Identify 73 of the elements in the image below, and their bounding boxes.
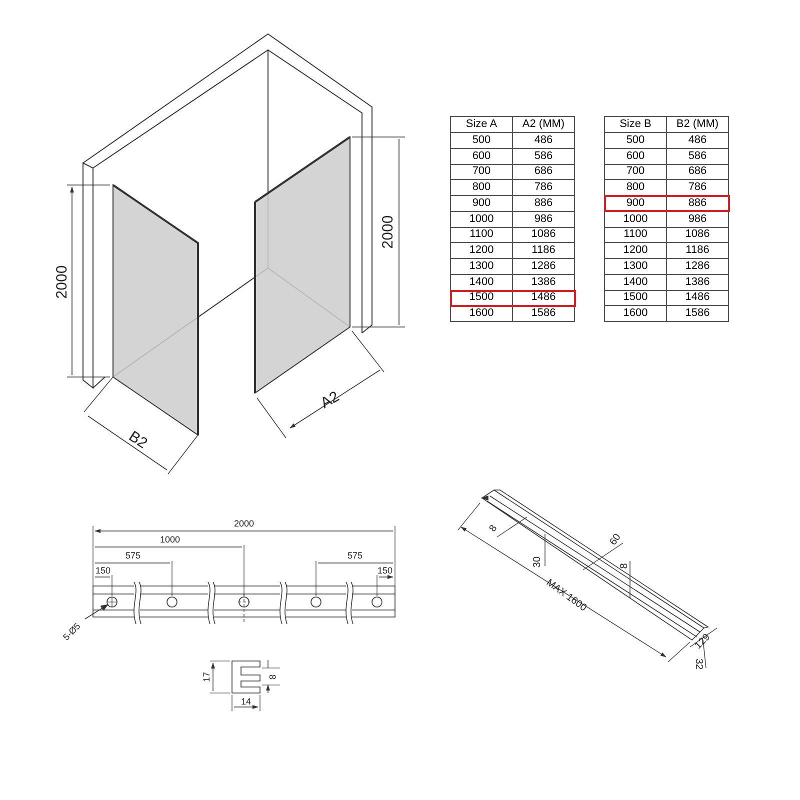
mounting-hole [106, 596, 118, 608]
table-cell: 1286 [513, 259, 575, 275]
table-cell: 486 [513, 133, 575, 149]
dimension-label: 1000 [160, 536, 180, 544]
table-cell: 1186 [513, 243, 575, 259]
table-cell: 800 [605, 180, 667, 196]
table-cell: 1000 [451, 212, 513, 228]
table-cell: 986 [667, 212, 729, 228]
dimension-label: 2000 [234, 520, 254, 528]
table-cell: 1100 [451, 228, 513, 244]
table-cell: 900 [451, 196, 513, 212]
dimension-label: 30 [533, 556, 543, 568]
table-cell: 586 [667, 148, 729, 164]
table-cell: 1500 [605, 290, 667, 306]
dimension-label: 8 [620, 563, 630, 569]
table-cell: 1500 [451, 290, 513, 306]
dimension-label: 60 [608, 532, 624, 548]
dimension-label: B2 [126, 428, 150, 452]
dimension-label: 150 [377, 566, 393, 576]
dimension-label: 8 [488, 524, 500, 534]
table-cell: 1000 [605, 212, 667, 228]
table-cell: 1100 [605, 228, 667, 244]
table-cell: Size A [451, 117, 513, 133]
table-cell: 1286 [667, 259, 729, 275]
table-cell: 1400 [451, 274, 513, 290]
table-cell: 1300 [605, 259, 667, 275]
dimension-label: 2000 [54, 265, 70, 299]
table-cell: 1400 [605, 274, 667, 290]
table-cell: 986 [513, 212, 575, 228]
table-cell: 1486 [513, 290, 575, 306]
table-cell: A2 (MM) [513, 117, 575, 133]
table-cell: 1600 [451, 306, 513, 322]
table-cell: B2 (MM) [667, 117, 729, 133]
dimension-label: 14 [241, 698, 251, 706]
table-cell: 1386 [667, 274, 729, 290]
leader-line [84, 604, 109, 620]
dimension-label: 2000 [380, 215, 396, 249]
table-cell: 886 [513, 196, 575, 212]
table-cell: 1086 [513, 228, 575, 244]
table-cell: 900 [605, 196, 667, 212]
dimension-label: 575 [125, 552, 141, 560]
table-cell: 1200 [605, 243, 667, 259]
table-cell: 500 [451, 133, 513, 149]
dimension-label: 129 [694, 632, 712, 652]
table-cell: 886 [667, 196, 729, 212]
table-cell: 500 [605, 133, 667, 149]
dimension-label: 17 [202, 672, 212, 682]
table-cell: 1600 [605, 306, 667, 322]
dimension-label: 150 [95, 566, 111, 576]
table-cell: Size B [605, 117, 667, 133]
table-cell: 1200 [451, 243, 513, 259]
dimension-label: 575 [347, 552, 363, 560]
table-cell: 786 [513, 180, 575, 196]
table-cell: 600 [451, 148, 513, 164]
table-cell: 800 [451, 180, 513, 196]
table-cell: 1586 [513, 306, 575, 322]
table-cell: 686 [667, 164, 729, 180]
table-cell: 686 [513, 164, 575, 180]
table-cell: 1586 [667, 306, 729, 322]
table-cell: 1300 [451, 259, 513, 275]
table-cell: 1386 [513, 274, 575, 290]
table-cell: 1086 [667, 228, 729, 244]
table-cell: 486 [667, 133, 729, 149]
table-cell: 586 [513, 148, 575, 164]
dimension-label: 32 [693, 658, 703, 670]
table-cell: 1486 [667, 290, 729, 306]
table-cell: 1186 [667, 243, 729, 259]
table-cell: 700 [605, 164, 667, 180]
dimension-label: 8 [268, 674, 276, 680]
dimension-label: A2 [318, 388, 342, 412]
table-cell: 600 [605, 148, 667, 164]
table-cell: 786 [667, 180, 729, 196]
table-cell: 700 [451, 164, 513, 180]
